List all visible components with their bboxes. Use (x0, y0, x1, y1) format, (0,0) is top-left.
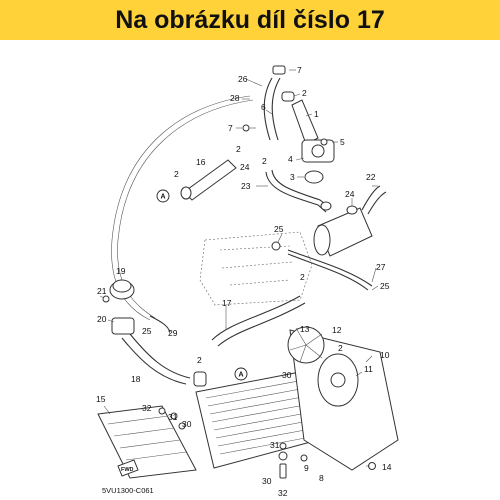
callout-2: 2 (236, 144, 241, 154)
callout-31: 31 (270, 440, 280, 450)
callout-27: 27 (376, 262, 386, 272)
callout-12: 12 (332, 325, 342, 335)
ref-marker-a-bottom: A (234, 367, 248, 381)
collar-31b[interactable] (279, 442, 287, 450)
reservoir-hose-22[interactable] (361, 185, 387, 215)
reservoir-tank[interactable] (313, 207, 373, 257)
bolt-7b[interactable] (242, 124, 256, 132)
callout-25: 25 (380, 281, 390, 291)
radiator-cap-19[interactable] (109, 279, 135, 300)
pipe-clamp-top[interactable] (272, 65, 286, 75)
breather-pipe-28[interactable] (111, 95, 254, 321)
radiator-hose-18[interactable] (121, 333, 191, 385)
callout-7: 7 (228, 123, 233, 133)
callout-23: 23 (241, 181, 251, 191)
callout-30: 30 (182, 419, 192, 429)
leader-lines (99, 69, 379, 467)
callout-31: 31 (168, 412, 178, 422)
callout-2: 2 (302, 88, 307, 98)
callout-1: 1 (314, 109, 319, 119)
callout-2: 2 (197, 355, 202, 365)
callout-22: 22 (366, 172, 376, 182)
callout-18: 18 (131, 374, 141, 384)
grommet-30c[interactable] (278, 451, 288, 461)
reservoir-clamp-24[interactable] (346, 205, 358, 215)
banner-title: Na obrázku díl číslo 17 (115, 5, 385, 34)
hose-23[interactable] (265, 169, 331, 213)
callout-5: 5 (340, 137, 345, 147)
ref-marker-a-bottom-label: A (238, 372, 243, 379)
callout-2: 2 (300, 272, 305, 282)
callout-labels: 26 7 28 6 2 7 1 2 5 16 2 24 4 3 2 23 22 … (96, 65, 392, 498)
hose-clamp-2c[interactable] (180, 186, 192, 200)
callout-30: 30 (262, 476, 272, 486)
callout-2: 2 (262, 156, 267, 166)
fwd-badge: FWD (117, 459, 139, 477)
bolt-32a[interactable] (158, 407, 166, 415)
radiator-hose-17[interactable] (211, 295, 306, 347)
title-banner: Na obrázku díl číslo 17 (0, 0, 500, 40)
callout-24: 24 (240, 162, 250, 172)
filler-neck[interactable] (111, 317, 135, 335)
callout-15: 15 (96, 394, 106, 404)
callout-7: 7 (297, 65, 302, 75)
collar-30a[interactable] (178, 422, 186, 430)
bolt-32b[interactable] (279, 463, 287, 479)
callout-11: 11 (364, 364, 373, 374)
thermostat-housing-4[interactable] (301, 139, 335, 163)
engine-outline (199, 231, 313, 306)
screw-21[interactable] (102, 295, 110, 303)
callout-9: 9 (304, 463, 309, 473)
callout-2: 2 (174, 169, 179, 179)
callout-19: 19 (116, 266, 126, 276)
callout-4: 4 (288, 154, 293, 164)
callout-20: 20 (97, 314, 107, 324)
fan-blade-13[interactable] (287, 326, 325, 364)
drain-bolt-9[interactable] (300, 454, 308, 462)
hose-27[interactable] (287, 249, 373, 291)
callout-13: 13 (300, 324, 310, 334)
ref-marker-a-top-label: A (160, 194, 165, 201)
callout-30: 30 (282, 370, 292, 380)
callout-21: 21 (97, 286, 107, 296)
grommet-31a[interactable] (170, 412, 178, 420)
callout-10: 10 (380, 350, 390, 360)
ref-marker-a-top: A (156, 189, 170, 203)
callout-8: 8 (319, 473, 324, 483)
hose-16[interactable] (183, 159, 237, 201)
outlet-hose-1[interactable] (291, 99, 319, 145)
callout-3: 3 (290, 172, 295, 182)
callout-25: 25 (142, 326, 152, 336)
callout-32: 32 (142, 403, 152, 413)
callout-26: 26 (238, 74, 248, 84)
clamp-2d[interactable] (320, 201, 332, 211)
thermostat-3[interactable] (304, 170, 324, 184)
callout-32: 32 (278, 488, 288, 498)
callout-29: 29 (168, 328, 178, 338)
callout-6: 6 (261, 102, 266, 112)
callout-14: 14 (382, 462, 392, 472)
top-bypass-hose[interactable] (263, 77, 281, 141)
bolt-5[interactable] (320, 138, 328, 146)
callout-25: 25 (274, 224, 284, 234)
diagram-code: 5VU1300-C061 (102, 486, 154, 495)
callout-28: 28 (230, 93, 240, 103)
engine-fitting-25[interactable] (271, 241, 281, 251)
hose-joint-2a[interactable] (281, 91, 295, 102)
callout-2: 2 (338, 343, 343, 353)
callout-17: 17 (222, 298, 232, 308)
overflow-hose-29[interactable] (149, 315, 171, 333)
callout-16: 16 (196, 157, 206, 167)
radiator-cover-15[interactable] (97, 405, 197, 479)
fan-motor-11[interactable] (317, 353, 359, 407)
hose-joint-2g[interactable] (193, 371, 207, 387)
callout-24: 24 (345, 189, 355, 199)
fwd-label: FWD (121, 467, 134, 473)
